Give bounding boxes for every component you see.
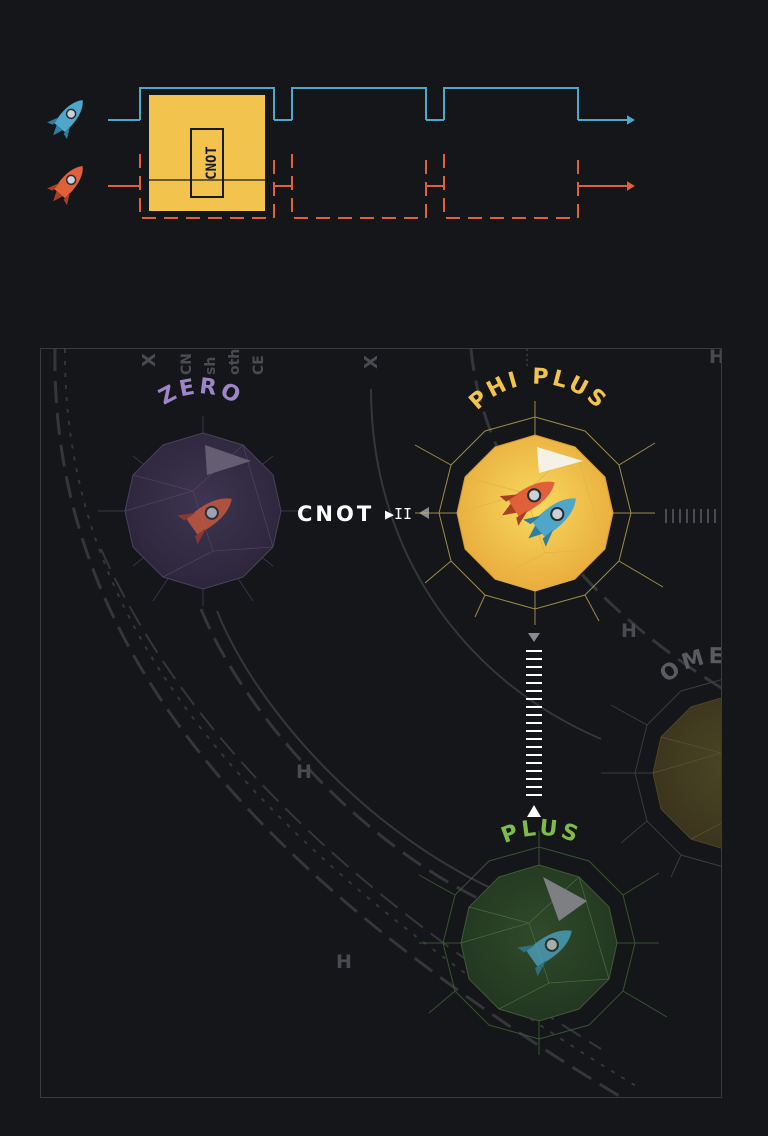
x-label-1: X [139, 353, 160, 367]
red-rocket-icon [47, 166, 83, 206]
gate-slot-1[interactable]: CNOT [139, 87, 275, 219]
label-plus: PLUS [498, 816, 584, 849]
faded-text-2: sh [203, 357, 219, 375]
dash-ticks [665, 509, 716, 523]
faded-text-1: CN [179, 353, 195, 375]
cnot-gate-label: CNOT [204, 146, 220, 180]
h-label-2: H [296, 761, 312, 783]
cnot-gate[interactable] [149, 95, 265, 211]
planet-phi-plus[interactable] [414, 401, 664, 625]
play-pause-button[interactable]: ▶II [385, 505, 412, 523]
h-label-3: H [336, 951, 352, 973]
faded-text-3: oth [227, 349, 243, 375]
gate-slot-3[interactable] [443, 87, 579, 219]
blue-wire [108, 115, 635, 125]
x-label-2: X [361, 355, 382, 369]
blue-rocket-icon [517, 930, 572, 977]
circuit-panel: CNOT [0, 0, 768, 260]
gate-slot-2[interactable] [291, 87, 427, 219]
game-map: X X CN sh oth CE H H H H [40, 348, 722, 1098]
cnot-edge-label: CNOT [297, 502, 374, 526]
planet-zero[interactable] [98, 416, 308, 606]
map-canvas: X X CN sh oth CE H H H H [53, 349, 722, 1097]
orbit-paths [53, 349, 721, 1097]
planet-plus[interactable] [418, 831, 668, 1055]
label-zero: ZERO [155, 374, 247, 410]
blue-rocket-icon [47, 100, 83, 140]
red-wire [108, 181, 635, 191]
red-rocket-icon [177, 498, 232, 545]
faded-labels: X X CN sh oth CE H H H H [139, 349, 722, 973]
direction-marker [543, 877, 587, 921]
direction-marker [205, 445, 251, 475]
blue-rocket-icon [523, 498, 576, 547]
circuit-diagram: CNOT [47, 87, 635, 219]
h-label-4: H [709, 349, 722, 368]
label-phi-plus: PHI PLUS [465, 364, 613, 415]
planet-omega[interactable] [601, 677, 722, 878]
direction-marker [537, 447, 583, 473]
h-label-1: H [621, 620, 637, 642]
arrow-up-icon [527, 805, 541, 817]
red-rocket-icon [499, 481, 555, 526]
arrow-down-icon [528, 633, 540, 642]
faded-text-4: CE [251, 355, 267, 375]
vertical-connection[interactable] [526, 633, 542, 817]
